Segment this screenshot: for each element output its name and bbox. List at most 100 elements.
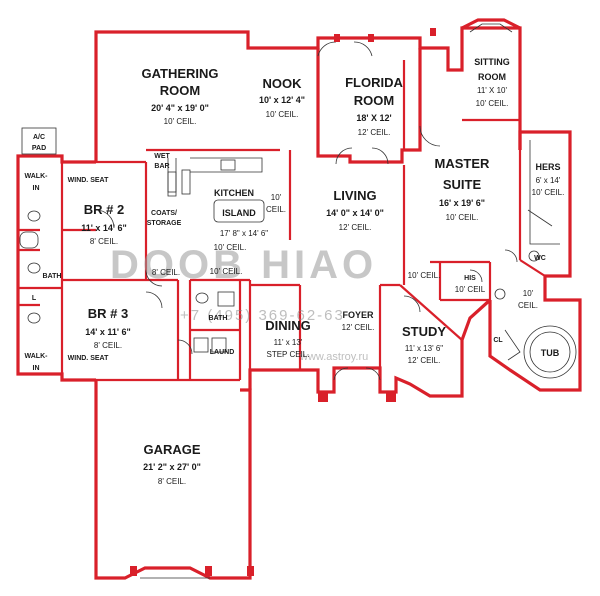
room-dining: DINING 11' x 13' STEP CEIL. [265, 318, 311, 359]
hall-ceiling: 8' CEIL. [152, 268, 180, 277]
walk-in-label: WALK- [25, 173, 49, 180]
room-dimensions: 11' x 13' 6" [405, 344, 443, 353]
tub-label: TUB [541, 348, 560, 358]
room-name: SITTING [474, 57, 510, 67]
room-kitchen: KITCHEN ISLAND 17' 8" x 14' 6" 10' CEIL. [214, 188, 269, 252]
room-dimensions: 11' x 14' 6" [81, 223, 127, 233]
room-dimensions: 17' 8" x 14' 6" [220, 229, 268, 238]
room-dimensions: 20' 4" x 19' 0" [151, 103, 209, 113]
room-dimensions: 16' x 19' 6" [439, 198, 485, 208]
room-dimensions: 18' X 12' [356, 113, 391, 123]
wet-bar: WET BAR [154, 153, 170, 170]
room-labels: GATHERING ROOM 20' 4" x 19' 0" 10' CEIL.… [21, 57, 565, 486]
room-ceiling: 10' [271, 193, 282, 202]
room-name: MASTER [435, 156, 491, 171]
walk-in-label: IN [33, 365, 40, 372]
ac-pad: A/C PAD [21, 127, 57, 155]
room-ceiling: 12' CEIL. [339, 223, 372, 232]
wet-bar-label: WET [154, 153, 170, 160]
fixtures [19, 23, 577, 379]
room-ceiling: 10' [523, 289, 534, 298]
room-dimensions: 14' x 11' 6" [85, 327, 131, 337]
room-name: BR # 3 [88, 306, 128, 321]
hall-ceiling: 10' CEIL. [266, 193, 286, 214]
room-name: FOYER [342, 310, 374, 320]
room-dimensions: 11' x 13' [274, 338, 303, 347]
room-study: STUDY 11' x 13' 6" 12' CEIL. [402, 324, 446, 365]
room-name: STUDY [402, 324, 446, 339]
room-florida: FLORIDA ROOM 18' X 12' 12' CEIL. [345, 75, 403, 137]
room-ceiling: 10' CEIL. [266, 110, 299, 119]
wc-label: WC [534, 255, 546, 262]
coats-label: STORAGE [147, 220, 182, 227]
room-nook: NOOK 10' x 12' 4" 10' CEIL. [259, 76, 305, 119]
room-name: GARAGE [143, 442, 200, 457]
wet-bar-label: BAR [154, 163, 169, 170]
room-ceiling: 8' CEIL. [94, 341, 122, 350]
watermark-brand: DOOB HIAO [110, 243, 377, 287]
room-his: HIS 10' CEIL [455, 275, 486, 294]
room-ceiling: 10' CEIL. [476, 99, 509, 108]
room-foyer: FOYER 12' CEIL. [342, 310, 375, 332]
coats-label: COATS/ [151, 210, 177, 217]
room-ceiling: 10' CEIL. [532, 188, 565, 197]
walk-in-lower: WALK- IN [25, 353, 49, 372]
room-ceiling: CEIL. [266, 205, 286, 214]
room-name: HIS [464, 275, 476, 282]
window-seat-label: WIND. SEAT [68, 355, 109, 362]
room-ceiling: 8' CEIL. [158, 477, 186, 486]
room-name: FLORIDA [345, 75, 403, 90]
watermark: DOOB HIAO +7 (495) 369-62-63 www.astroy.… [110, 243, 377, 363]
room-hers: HERS 6' x 14' 10' CEIL. [532, 162, 565, 197]
walk-in-label: WALK- [25, 353, 49, 360]
room-name: LIVING [333, 188, 376, 203]
room-name: ROOM [160, 83, 200, 98]
room-ceiling: 10' CEIL. [446, 213, 479, 222]
room-name: ROOM [354, 93, 394, 108]
room-ceiling: 10' CEIL. [164, 117, 197, 126]
closet-label: CL [493, 337, 503, 344]
linen-label: L [32, 295, 37, 302]
room-ceiling: 12' CEIL. [408, 356, 441, 365]
room-br3: BR # 3 14' x 11' 6" 8' CEIL. [85, 306, 131, 350]
room-dimensions: 21' 2" x 27' 0" [143, 462, 201, 472]
bath-label: BATH [43, 273, 62, 280]
room-master-suite: MASTER SUITE 16' x 19' 6" 10' CEIL. [435, 156, 491, 222]
room-ceiling: 12' CEIL. [358, 128, 391, 137]
coats-storage: COATS/ STORAGE [147, 210, 182, 227]
room-br2: BR # 2 11' x 14' 6" 8' CEIL. [81, 202, 127, 246]
watermark-phone: +7 (495) 369-62-63 [180, 307, 345, 324]
watermark-url: www.astroy.ru [299, 351, 368, 363]
room-dimensions: 6' x 14' [536, 176, 561, 185]
island-label: ISLAND [222, 208, 256, 218]
room-name: DINING [265, 318, 311, 333]
ac-pad-label: PAD [32, 145, 46, 152]
room-dimensions: 11' X 10' [477, 86, 508, 95]
walk-in-label: IN [33, 185, 40, 192]
master-bath-ceiling: 10' CEIL. [518, 289, 538, 310]
room-name: GATHERING [141, 66, 218, 81]
room-garage: GARAGE 21' 2" x 27' 0" 8' CEIL. [143, 442, 201, 486]
room-ceiling: 12' CEIL. [342, 323, 375, 332]
room-ceiling: CEIL. [518, 301, 538, 310]
room-name: SUITE [443, 177, 482, 192]
porch-posts [130, 28, 436, 576]
room-ceiling: 8' CEIL. [90, 237, 118, 246]
hall-ceiling: 10' CEIL. [408, 271, 441, 280]
room-dimensions: 10' x 12' 4" [259, 95, 305, 105]
room-name: BR # 2 [84, 202, 124, 217]
room-gathering: GATHERING ROOM 20' 4" x 19' 0" 10' CEIL. [141, 66, 218, 126]
room-dimensions: 14' 0" x 14' 0" [326, 208, 384, 218]
room-sitting: SITTING ROOM 11' X 10' 10' CEIL. [474, 57, 510, 108]
room-ceiling: STEP CEIL. [267, 350, 310, 359]
window-seat-label: WIND. SEAT [68, 177, 109, 184]
room-ceiling: 10' CEIL [455, 285, 486, 294]
walk-in-upper: WALK- IN [25, 173, 49, 192]
room-ceiling: 10' CEIL. [214, 243, 247, 252]
ac-pad-label: A/C [33, 134, 45, 141]
room-name: KITCHEN [214, 188, 254, 198]
hall-ceiling: 10' CEIL. [210, 267, 243, 276]
interior-walls [18, 60, 546, 382]
laundry-label: LAUND [210, 349, 235, 356]
